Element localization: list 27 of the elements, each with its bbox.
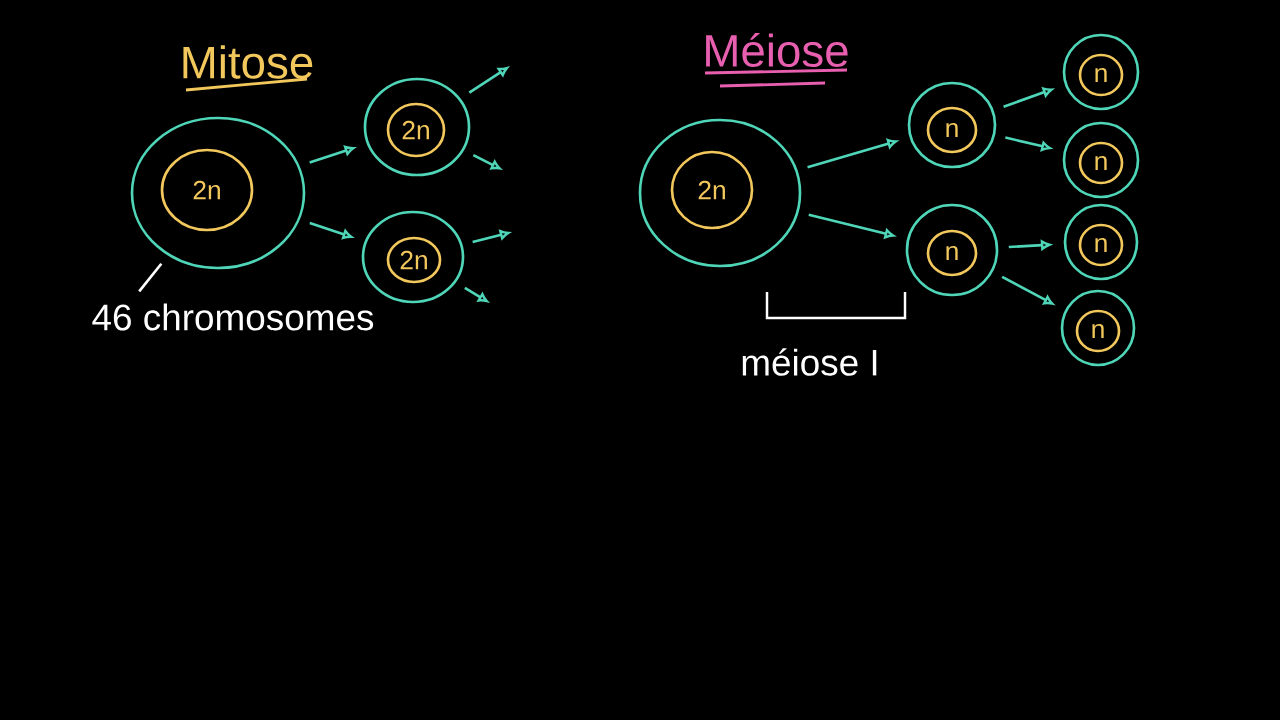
arrow — [807, 138, 897, 169]
cell-circle — [1060, 289, 1136, 367]
cell-circle — [905, 203, 999, 297]
arrow — [1001, 275, 1054, 305]
heading: Mitose — [183, 45, 313, 79]
arrow — [309, 145, 355, 164]
cell-circle — [1062, 33, 1140, 111]
cell-circle — [130, 116, 306, 270]
arrow — [1005, 136, 1051, 152]
note-text: 46 chromosomes — [92, 303, 374, 331]
heading: Méiose — [706, 32, 848, 68]
arrow — [309, 221, 353, 240]
cell-circle — [363, 77, 471, 177]
arrow — [1003, 87, 1053, 108]
cell-circle — [907, 81, 997, 169]
arrow — [468, 66, 508, 94]
cell-circle — [638, 118, 802, 268]
arrow — [472, 229, 510, 244]
arrow — [464, 286, 488, 303]
stage-label: méiose I — [742, 348, 877, 376]
cell-circle — [1062, 121, 1140, 199]
cell-circle — [1063, 203, 1139, 281]
arrow — [472, 154, 501, 170]
leader-line — [138, 262, 163, 293]
cell-circle — [361, 210, 465, 304]
arrow — [1008, 240, 1051, 250]
arrow — [808, 213, 895, 239]
